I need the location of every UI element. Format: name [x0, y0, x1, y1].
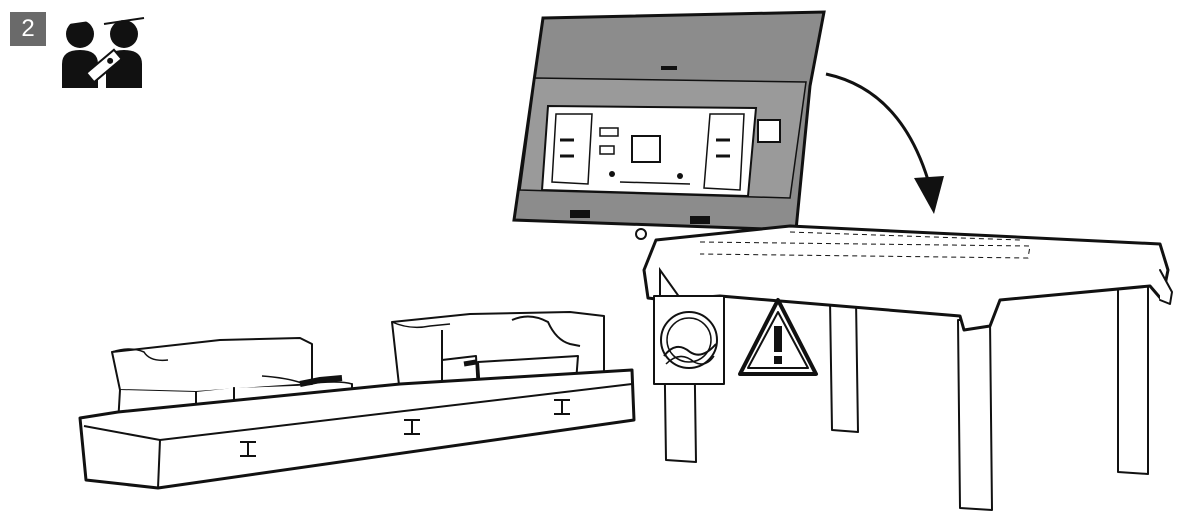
warning-triangle-icon: [738, 298, 818, 376]
curved-arrow-icon: [825, 72, 944, 214]
tv-back-panel: [512, 10, 826, 240]
soft-surface-icon: [653, 266, 725, 385]
packaging-box: [78, 311, 636, 490]
two-people-icon: [57, 16, 145, 88]
step-number-badge: 2: [10, 12, 46, 46]
